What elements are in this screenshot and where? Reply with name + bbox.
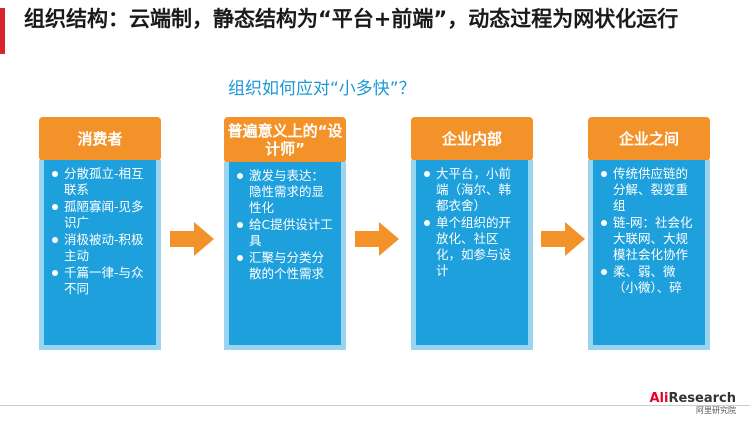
list-item: 消极被动-积极主动 <box>52 232 150 264</box>
logo-subtext: 阿里研究院 <box>696 406 736 415</box>
column-body: 大平台，小前端（海尔、韩都衣舍） 单个组织的开放化、社区化，如参与设计 <box>411 160 533 350</box>
list-item: 柔、弱、微（小微）、碎 <box>601 264 699 296</box>
logo-research-text: Research <box>668 391 736 406</box>
subtitle: 组织如何应对“小多快”？ <box>228 79 416 99</box>
column-header: 消费者 <box>39 117 161 161</box>
column-body: 激发与表达：隐性需求的显性化 给C提供设计工具 汇聚与分类分散的个性需求 <box>224 162 346 350</box>
logo-ali-text: Ali <box>649 391 669 406</box>
list-item: 链-网：社会化大联网、大规模社会化协作 <box>601 215 699 263</box>
page-title: 组织结构：云端制，静态结构为“平台+前端”，动态过程为网状化运行 <box>24 7 679 31</box>
list-item: 大平台，小前端（海尔、韩都衣舍） <box>424 166 522 214</box>
column-consumer: 消费者 分散孤立-相互联系 孤陋寡闻-见多识广 消极被动-积极主动 千篇一律-与… <box>39 117 161 350</box>
column-designer: 普遍意义上的“设计师” 激发与表达：隐性需求的显性化 给C提供设计工具 汇聚与分… <box>224 117 346 350</box>
right-arrow-icon <box>355 222 399 256</box>
column-header: 企业之间 <box>588 117 710 161</box>
column-body: 分散孤立-相互联系 孤陋寡闻-见多识广 消极被动-积极主动 千篇一律-与众不同 <box>39 160 161 350</box>
column-header: 企业内部 <box>411 117 533 161</box>
column-between-enterprises: 企业之间 传统供应链的分解、裂变重组 链-网：社会化大联网、大规模社会化协作 柔… <box>588 117 710 350</box>
list-item: 激发与表达：隐性需求的显性化 <box>237 168 335 216</box>
list-item: 孤陋寡闻-见多识广 <box>52 199 150 231</box>
list-item: 给C提供设计工具 <box>237 217 335 249</box>
list-item: 千篇一律-与众不同 <box>52 265 150 297</box>
right-arrow-icon <box>541 222 585 256</box>
footer-divider <box>0 405 750 406</box>
list-item: 汇聚与分类分散的个性需求 <box>237 250 335 282</box>
right-arrow-icon <box>170 222 214 256</box>
column-header: 普遍意义上的“设计师” <box>224 117 346 163</box>
list-item: 传统供应链的分解、裂变重组 <box>601 166 699 214</box>
list-item: 分散孤立-相互联系 <box>52 166 150 198</box>
column-enterprise-internal: 企业内部 大平台，小前端（海尔、韩都衣舍） 单个组织的开放化、社区化，如参与设计 <box>411 117 533 350</box>
list-item: 单个组织的开放化、社区化，如参与设计 <box>424 215 522 279</box>
column-body: 传统供应链的分解、裂变重组 链-网：社会化大联网、大规模社会化协作 柔、弱、微（… <box>588 160 710 350</box>
title-accent-bar <box>0 8 5 54</box>
aliresearch-logo: AliResearch 阿里研究院 <box>649 392 736 416</box>
